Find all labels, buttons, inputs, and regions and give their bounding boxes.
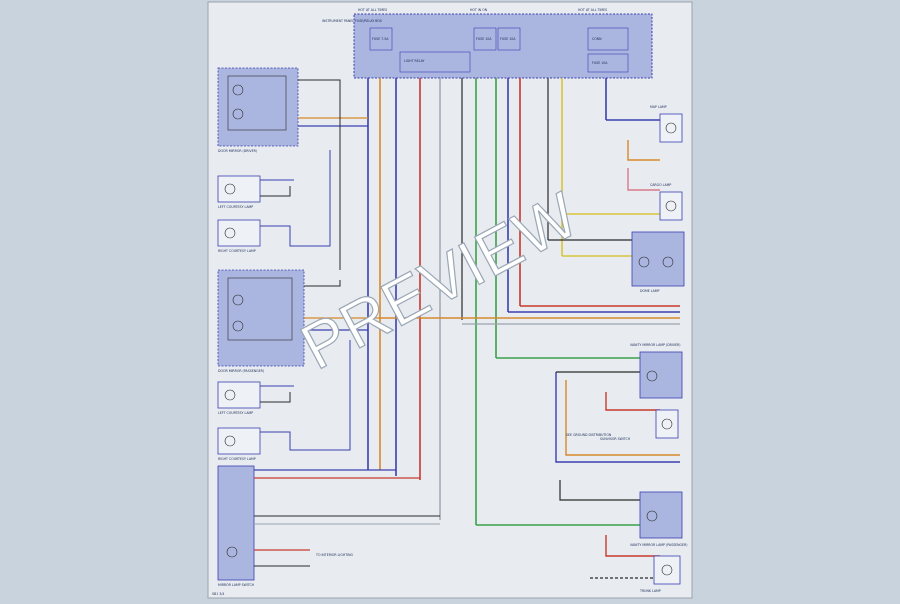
trunk-lamp-label: TRUNK LAMP [639,589,661,593]
sunvisor-switch-label: SUNVISOR SWITCH [600,437,631,441]
bulb-icon [646,370,658,382]
door-mirror-driver-inner [227,75,287,131]
bulb-icon [232,84,244,96]
left-courtesy-lamp-label: LEFT COURTESY LAMP [218,205,253,209]
wire-vanity-orange [565,380,680,456]
vanity-mirror-lamp-driver-box [639,351,683,399]
bulb-icon [224,389,236,401]
right-courtesy-lamp-label: RIGHT COURTESY LAMP [218,249,256,253]
wire-pmirror-black [304,280,341,287]
fuse-box-3 [497,27,521,51]
bulb-icon [665,200,677,212]
wire-lcl-black [260,186,291,197]
bulb-icon [232,320,244,332]
relay-box [399,51,471,73]
cargo-lamp-box [659,191,683,221]
bulb-icon [232,294,244,306]
fuse-box-2 [473,27,497,51]
bulb-icon [224,435,236,447]
right-courtesy-lamp-2-box [217,427,261,455]
fuse-label-3: FUSE 10A [500,37,516,41]
wire-lcl2-black [260,392,291,403]
door-mirror-driver-label: DOOR MIRROR (DRIVER) [218,149,257,153]
wire-vanity-red [605,392,660,411]
door-mirror-passenger-box [217,269,305,367]
vanity-mirror-lamp-passenger-box [639,491,683,539]
relay-label: LIGHT RELAY [404,59,425,63]
bulb-icon [646,510,658,522]
to-lighting-note: TO INTERIOR LIGHTING [315,553,354,557]
map-lamp-label: MAP LAMP [650,105,667,109]
bulb-icon [232,108,244,120]
connector-label: CONN [592,37,602,41]
wire-mirror-black [298,79,341,270]
door-mirror-passenger-inner [227,277,293,341]
right-courtesy-lamp-2-label: RIGHT COURTESY LAMP [218,457,256,461]
wire-rcl-blue [260,150,331,247]
bulb-icon [224,183,236,195]
hot-label-2: HOT IN ON [470,8,488,12]
vanity-mirror-lamp-passenger-label: VANITY MIRROR LAMP (PASSENGER) [630,543,688,547]
wire-cargo-lamp [627,168,660,191]
wire-pass-red [605,535,660,557]
hot-label-1: HOT AT ALL TIMES [358,8,387,12]
wire-map-lamp-2 [627,140,660,161]
wire-rcl2-blue [260,340,351,451]
wire-pass-black [559,480,640,501]
bulb-icon [662,256,674,268]
cargo-lamp-label: CARGO LAMP [650,183,671,187]
bulb-icon [226,546,238,558]
left-courtesy-lamp-2-box [217,381,261,409]
left-courtesy-lamp-2-label: LEFT COURTESY LAMP [218,411,253,415]
bulb-icon [661,418,673,430]
panel-title: INSTRUMENT PANEL FUSE/RELAY BOX [322,19,383,23]
vanity-mirror-lamp-driver-label: VANITY MIRROR LAMP (DRIVER) [630,343,680,347]
mirror-lamp-switch-box [217,465,255,581]
fuse-box-4 [587,53,629,73]
fuse-label-4: FUSE 10A [592,61,608,65]
page-ref: SB1 3/4 [212,592,224,596]
map-lamp-box [659,113,683,143]
fuse-label-1: FUSE 7.5A [372,37,389,41]
fuse-box-1 [369,27,393,51]
mirror-lamp-switch-label: MIRROR LAMP SWITCH [218,583,255,587]
sunvisor-switch-box [655,409,679,439]
hot-label-3: HOT AT ALL TIMES [578,8,607,12]
door-mirror-passenger-label: DOOR MIRROR (PASSENGER) [218,369,264,373]
left-courtesy-lamp-box [217,175,261,203]
dome-lamp-label: DOME LAMP [640,289,660,293]
bulb-icon [224,227,236,239]
right-courtesy-lamp-box [217,219,261,247]
bulb-icon [665,122,677,134]
dome-lamp-box [631,231,685,287]
see-ground-note: SEE GROUND DISTRIBUTION [566,433,612,437]
door-mirror-driver-box [217,67,299,147]
bulb-icon [661,564,673,576]
trunk-lamp-box [653,555,681,585]
fuse-label-2: FUSE 10A [476,37,492,41]
wire-vanity-blue [555,372,680,463]
bulb-icon [638,256,650,268]
fuse-relay-panel [353,13,653,79]
connector-box [587,27,629,51]
